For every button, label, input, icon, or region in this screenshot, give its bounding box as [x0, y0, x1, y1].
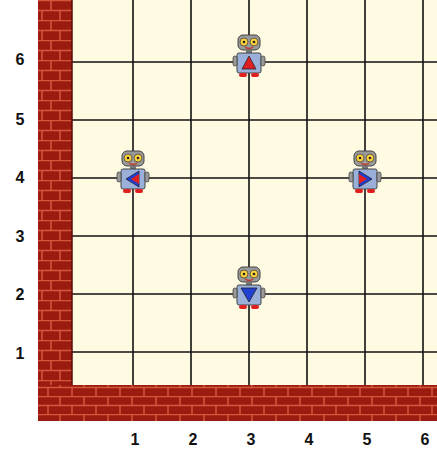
axis-number: 1 — [16, 346, 25, 362]
axis-number: 2 — [189, 432, 198, 448]
axis-number: 4 — [305, 432, 314, 448]
axis-number: 1 — [131, 432, 140, 448]
axis-number: 5 — [16, 112, 25, 128]
axis-number: 3 — [16, 229, 25, 245]
axis-number: 4 — [16, 170, 25, 186]
axis-number: 6 — [421, 432, 430, 448]
axis-number: 6 — [16, 52, 25, 68]
axis-number: 3 — [247, 432, 256, 448]
axis-number: 5 — [363, 432, 372, 448]
axis-number: 2 — [16, 287, 25, 303]
